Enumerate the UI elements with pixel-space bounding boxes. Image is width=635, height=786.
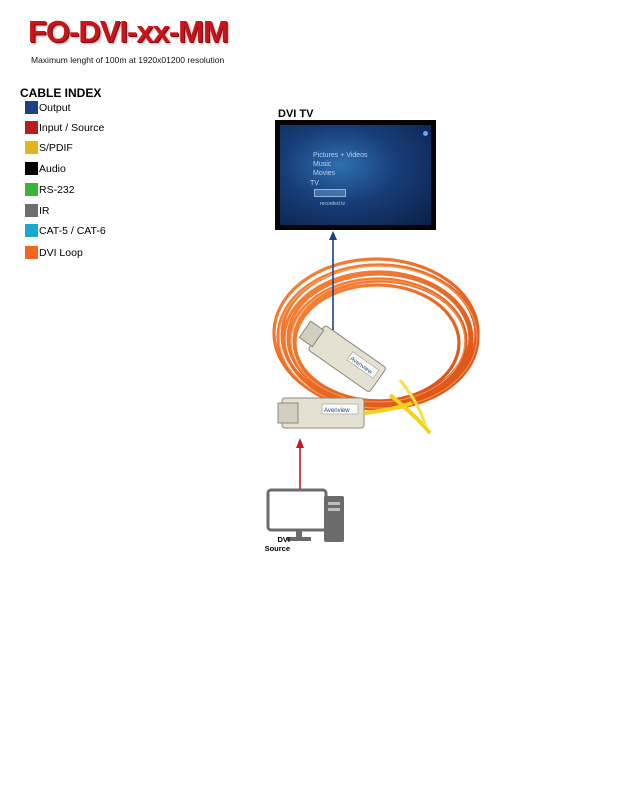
source-label-line: Source <box>262 544 290 553</box>
output-arrow-head <box>329 231 337 240</box>
input-arrow-head <box>296 438 304 448</box>
source-label-line: DVI <box>262 535 290 544</box>
source-label: DVI Source <box>262 535 290 553</box>
